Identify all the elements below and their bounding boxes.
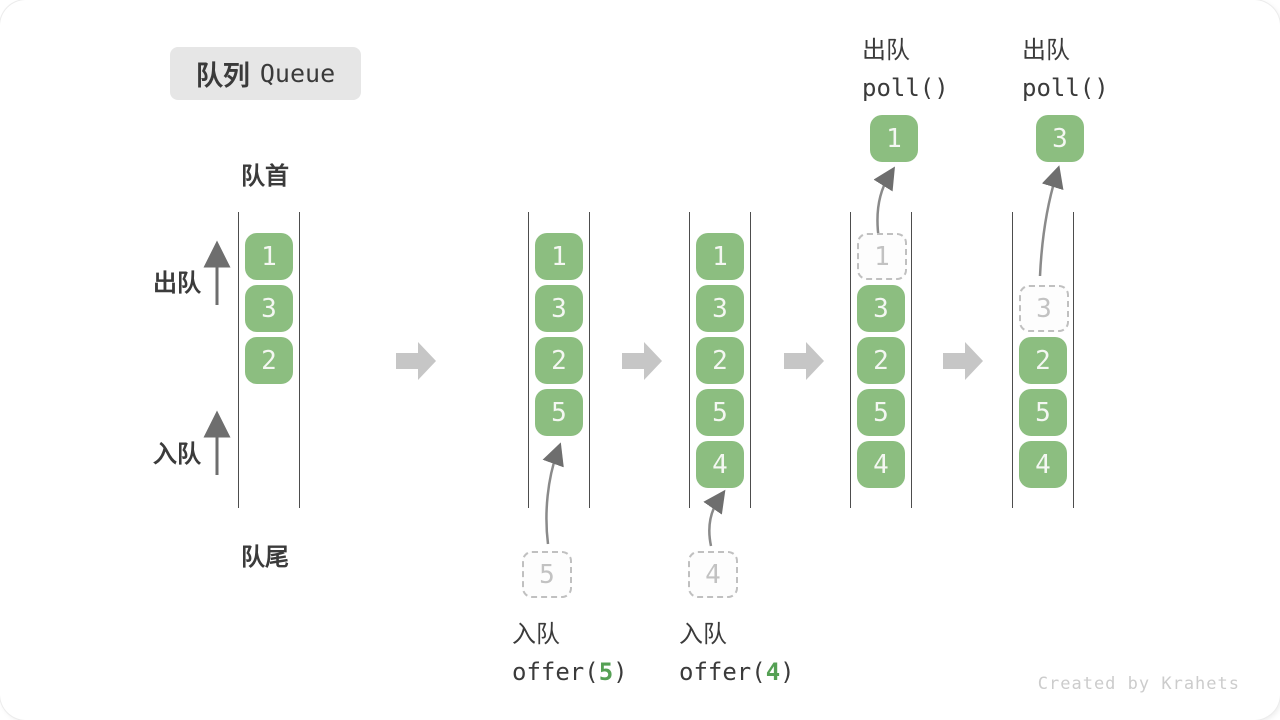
poll2-operation-label: 出队 poll(): [1022, 30, 1109, 102]
queue-cell: 5: [535, 389, 583, 436]
enqueue5-zh: 入队: [512, 621, 560, 648]
queue-channel-4: [850, 212, 912, 508]
enqueue5-operation-label: 入队 offer(5): [512, 614, 628, 686]
queue-cell: 5: [1019, 389, 1067, 436]
enqueue4-close: ): [780, 658, 795, 686]
dequeue-side-label: 出队: [153, 270, 201, 297]
enqueue4-fn: offer(: [679, 658, 766, 686]
popped-cell: 3: [1036, 115, 1084, 162]
poll2-code: poll(): [1022, 74, 1109, 102]
poll2-zh: 出队: [1022, 37, 1070, 64]
queue-cell: 4: [857, 441, 905, 488]
queue-cell: 2: [696, 337, 744, 384]
block-arrow-icon-1: [396, 342, 436, 380]
queue-channel-1: [238, 212, 300, 508]
poll1-operation-label: 出队 poll(): [862, 30, 949, 102]
popped-cell: 1: [870, 115, 918, 162]
queue-cell: 5: [857, 389, 905, 436]
enqueue4-operation-label: 入队 offer(4): [679, 614, 795, 686]
queue-front-label: 队首: [241, 163, 289, 190]
enqueue4-code: offer(4): [679, 658, 795, 686]
title-zh: 队列: [195, 61, 250, 91]
queue-channel-3: [689, 212, 751, 508]
title-box: 队列 Queue: [170, 47, 361, 100]
enqueue5-code: offer(5): [512, 658, 628, 686]
enqueue4-zh: 入队: [679, 621, 727, 648]
queue-cell: 2: [857, 337, 905, 384]
poll1-zh: 出队: [862, 37, 910, 64]
title-en: Queue: [259, 59, 336, 88]
removed-cell: 1: [857, 233, 907, 280]
queue-cell: 3: [535, 285, 583, 332]
queue-rear-label: 队尾: [241, 544, 289, 571]
block-arrow-icon-3: [784, 342, 824, 380]
queue-cell: 2: [245, 337, 293, 384]
block-arrow-icon-4: [943, 342, 983, 380]
enqueue5-fn: offer(: [512, 658, 599, 686]
queue-channel-5: [1012, 212, 1074, 508]
queue-cell: 2: [1019, 337, 1067, 384]
queue-cell: 3: [857, 285, 905, 332]
queue-cell: 5: [696, 389, 744, 436]
enqueue5-close: ): [613, 658, 628, 686]
watermark: Created by Krahets: [1037, 674, 1240, 694]
queue-cell: 3: [245, 285, 293, 332]
queue-cell: 4: [1019, 441, 1067, 488]
enqueue4-arg: 4: [765, 658, 781, 686]
queue-cell: 3: [696, 285, 744, 332]
block-arrow-icon-2: [622, 342, 662, 380]
pending-enqueue-cell: 5: [522, 551, 572, 598]
removed-cell: 3: [1019, 285, 1069, 332]
queue-cell: 1: [245, 233, 293, 280]
poll1-code: poll(): [862, 74, 949, 102]
enqueue-side-label: 入队: [153, 441, 201, 468]
queue-cell: 4: [696, 441, 744, 488]
queue-channel-2: [528, 212, 590, 508]
queue-cell: 2: [535, 337, 583, 384]
pending-enqueue-cell: 4: [688, 551, 738, 598]
queue-cell: 1: [535, 233, 583, 280]
queue-cell: 1: [696, 233, 744, 280]
enqueue5-arg: 5: [598, 658, 614, 686]
